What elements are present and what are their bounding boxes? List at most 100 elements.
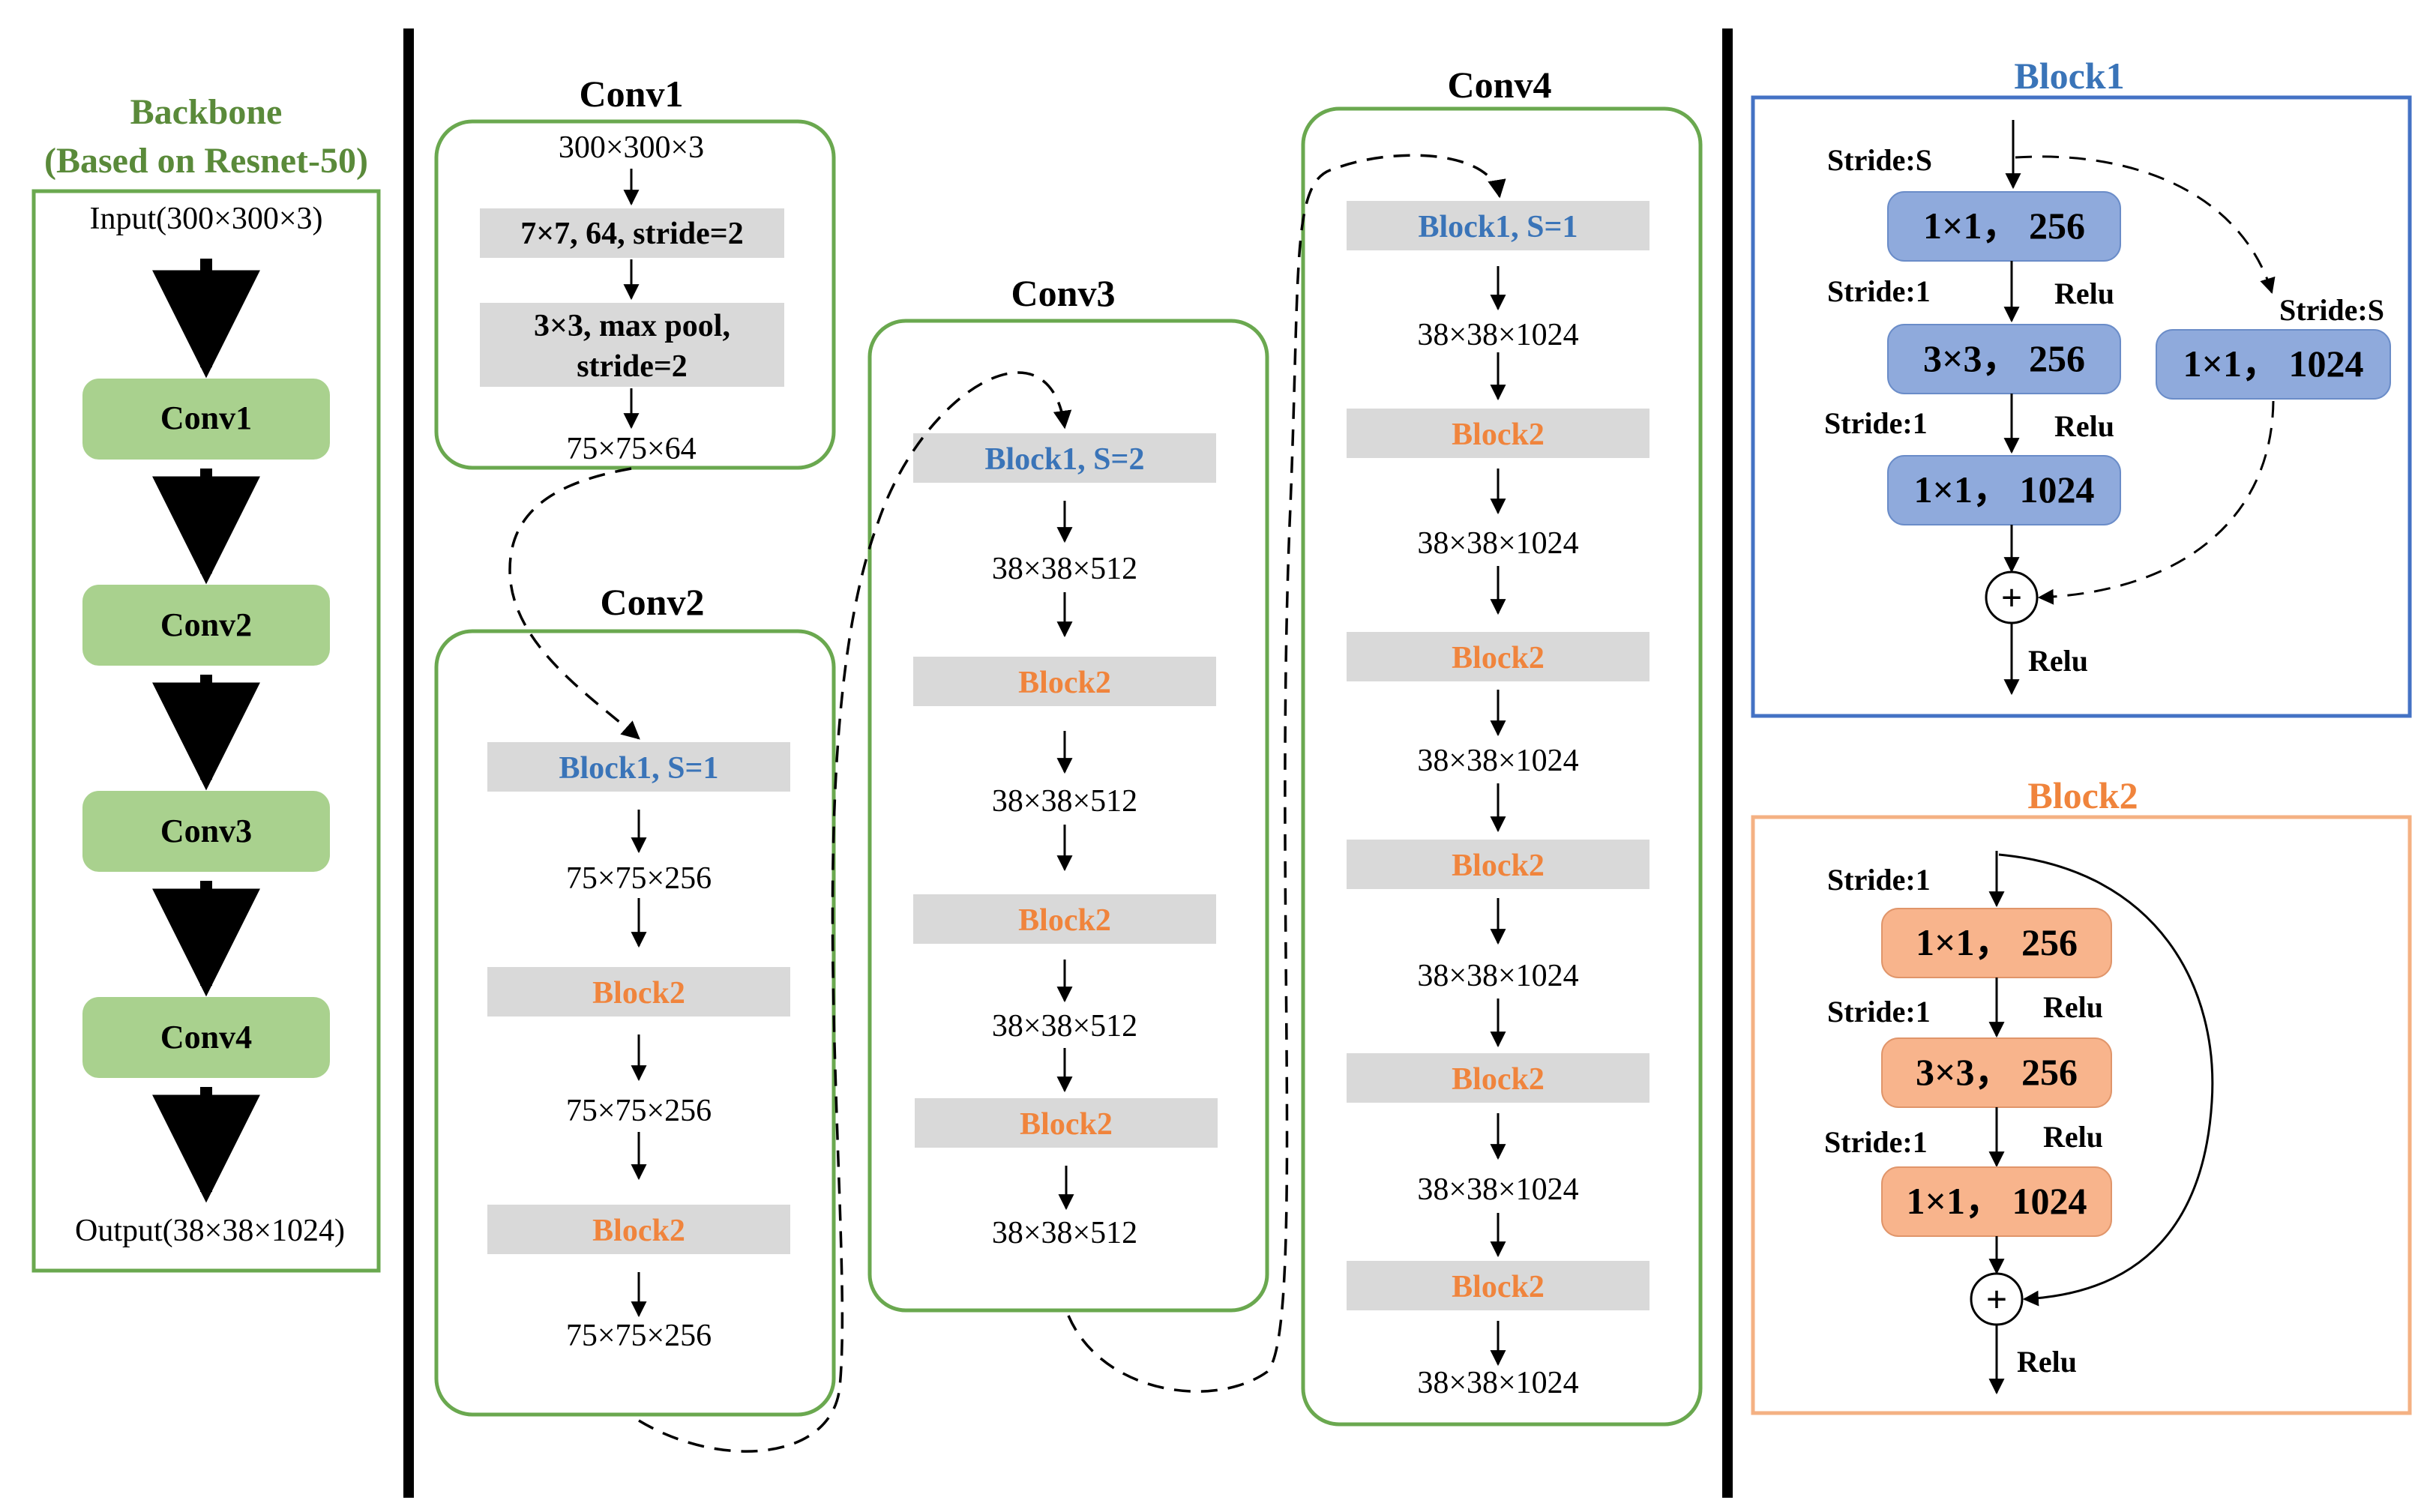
backbone-stage-label: Conv3 (160, 813, 252, 849)
backbone-stage-conv4 (82, 997, 330, 1078)
conv4-block-label: Block2 (1452, 1270, 1545, 1304)
block2-layer-label: 3×3， 256 (1916, 1051, 2078, 1093)
conv4-frame (1301, 106, 1703, 1427)
dashed-connector-conv3-conv4 (1067, 154, 1506, 1393)
block1-stride-label: Stride:1 (1824, 406, 1928, 440)
conv4-block-label: Block2 (1452, 849, 1545, 883)
block2-relu-label: Relu (2043, 1120, 2103, 1154)
backbone-panel: Backbone (Based on Resnet-50) Input(300×… (31, 92, 381, 1273)
conv2-dim: 75×75×256 (566, 1094, 712, 1128)
block2-shortcut-path (1998, 853, 2214, 1307)
backbone-subtitle: (Based on Resnet-50) (44, 141, 368, 181)
block2-relu-label: Relu (2043, 990, 2103, 1024)
conv4-dim: 38×38×1024 (1417, 744, 1578, 778)
conv1-input-dim: 300×300×3 (559, 130, 704, 165)
separator-left (403, 28, 414, 1498)
block1-plus-icon: + (2001, 576, 2023, 618)
block2-detail: Block2 Stride:1 1×1， 256 Stride:1 Relu 3… (1751, 774, 2412, 1415)
conv2-title: Conv2 (601, 581, 705, 623)
conv1-op-pool (480, 303, 784, 387)
conv2-block (487, 742, 790, 792)
conv1-title: Conv1 (580, 73, 684, 115)
block1-stride-label: Stride:1 (1827, 274, 1931, 308)
backbone-stage-label: Conv1 (160, 400, 252, 436)
block2-stride-label: Stride:1 (1827, 863, 1931, 897)
conv3-dim: 38×38×512 (992, 1009, 1137, 1043)
backbone-stage-conv3 (82, 791, 330, 872)
conv4-block-label: Block2 (1452, 1062, 1545, 1097)
conv2-block-label: Block2 (592, 976, 685, 1010)
block2-layer-label: 1×1， 256 (1916, 921, 2078, 963)
conv3-block (913, 657, 1216, 706)
conv4-title: Conv4 (1448, 64, 1552, 106)
backbone-frame (31, 189, 381, 1273)
block1-shortcut-return (2037, 400, 2275, 605)
conv3-dim: 38×38×512 (992, 1216, 1137, 1250)
conv1-output-dim: 75×75×64 (566, 432, 696, 466)
block1-shortcut-label: 1×1， 1024 (2183, 343, 2364, 385)
dashed-connector-conv1-conv2 (508, 467, 640, 740)
conv4-dim: 38×38×1024 (1417, 1172, 1578, 1207)
block1-shortcut-layer (2156, 329, 2391, 400)
block1-detail: Block1 Stride:S 1×1， 256 Stride:1 Relu 3… (1751, 55, 2412, 718)
block2-plus-icon: + (1986, 1278, 2008, 1320)
conv4-panel: Conv4 Block1, S=1 38×38×1024 Block2 38×3… (1301, 64, 1703, 1427)
conv3-block-label: Block1, S=2 (985, 442, 1145, 477)
conv2-dim: 75×75×256 (566, 1319, 712, 1353)
backbone-stage-label: Conv4 (160, 1019, 252, 1055)
backbone-stage-conv2 (82, 585, 330, 666)
conv2-dim: 75×75×256 (566, 861, 712, 896)
backbone-input: Input(300×300×3) (89, 202, 322, 236)
block1-stride-label: Stride:S (1827, 143, 1932, 177)
conv4-block-label: Block2 (1452, 418, 1545, 452)
conv1-op-conv-label: 7×7, 64, stride=2 (520, 217, 744, 251)
conv4-block-label: Block2 (1452, 641, 1545, 675)
block2-frame (1751, 815, 2412, 1415)
block1-layer (1887, 455, 2121, 525)
conv4-dim: 38×38×1024 (1417, 318, 1578, 352)
block1-shortcut-path (2015, 155, 2276, 295)
block2-title: Block2 (2027, 774, 2138, 816)
conv2-panel: Conv2 Block1, S=1 75×75×256 Block2 75×75… (434, 581, 836, 1417)
block1-layer (1887, 324, 2121, 394)
block1-relu-label: Relu (2054, 409, 2114, 443)
conv2-block (487, 1205, 790, 1254)
backbone-output: Output(38×38×1024) (75, 1214, 345, 1248)
conv4-block (1347, 409, 1649, 458)
block1-layer-label: 3×3， 256 (1923, 337, 2085, 379)
block1-layer-label: 1×1， 256 (1923, 205, 2085, 247)
block1-shortcut-stride: Stride:S (2279, 293, 2384, 327)
conv3-panel: Conv3 Block1, S=2 38×38×512 Block2 38×38… (867, 272, 1269, 1313)
block2-layer-label: 1×1， 1024 (1907, 1180, 2087, 1222)
block1-relu-label: Relu (2054, 277, 2114, 310)
conv2-block (487, 967, 790, 1016)
block1-layer-label: 1×1， 1024 (1914, 469, 2095, 510)
dashed-connector-conv2-conv3 (638, 371, 1072, 1453)
conv3-frame (867, 319, 1269, 1313)
conv3-block-label: Block2 (1018, 666, 1111, 700)
conv3-block (915, 1098, 1218, 1148)
conv4-block (1347, 201, 1649, 250)
block2-relu-label: Relu (2017, 1345, 2077, 1379)
conv4-block-label: Block1, S=1 (1419, 210, 1578, 244)
block1-layer (1887, 191, 2121, 262)
backbone-title: Backbone (130, 92, 283, 132)
conv1-frame (434, 119, 836, 470)
separator-right (1722, 28, 1733, 1498)
conv3-dim: 38×38×512 (992, 552, 1137, 586)
conv4-dim: 38×38×1024 (1417, 959, 1578, 993)
block1-relu-label: Relu (2028, 644, 2088, 678)
block1-title: Block1 (2014, 55, 2124, 97)
conv3-block-label: Block2 (1018, 903, 1111, 938)
conv4-dim: 38×38×1024 (1417, 526, 1578, 561)
conv1-op-conv (480, 208, 784, 258)
backbone-stage-label: Conv2 (160, 606, 252, 643)
conv4-block (1347, 1261, 1649, 1310)
conv3-dim: 38×38×512 (992, 784, 1137, 819)
block2-stride-label: Stride:1 (1827, 995, 1931, 1028)
conv4-dim: 38×38×1024 (1417, 1366, 1578, 1400)
block2-stride-label: Stride:1 (1824, 1125, 1928, 1159)
conv3-title: Conv3 (1011, 272, 1116, 314)
conv3-block (913, 433, 1216, 483)
conv4-block (1347, 840, 1649, 889)
